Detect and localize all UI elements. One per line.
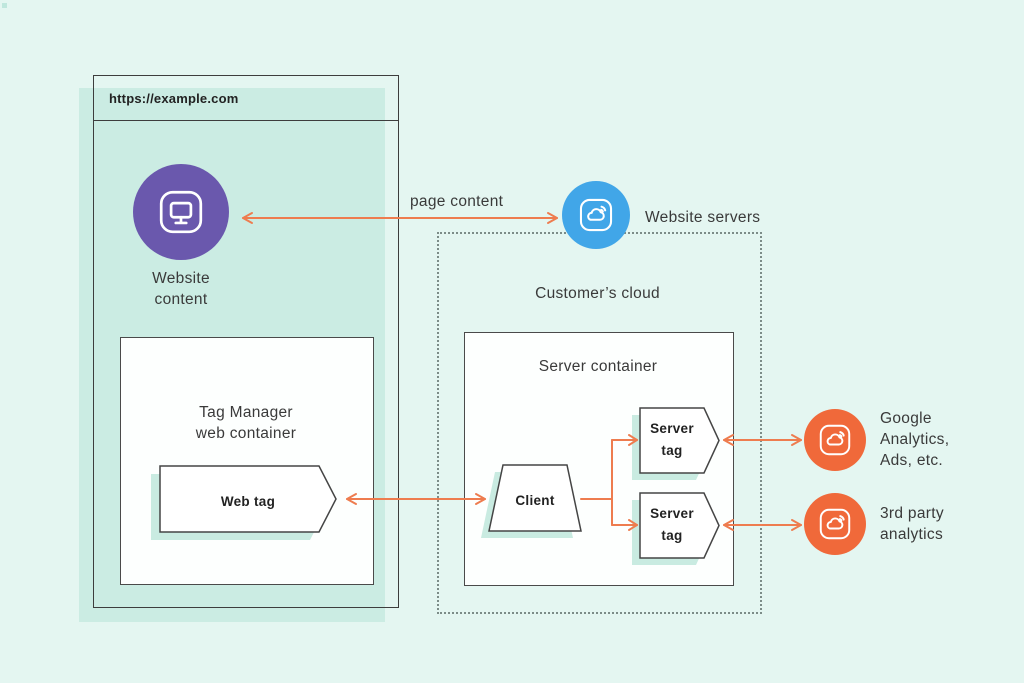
arrowhead-left (242, 212, 253, 224)
website-servers-node (562, 181, 630, 249)
client-shape (481, 464, 582, 538)
server-container-label: Server container (538, 358, 658, 375)
google-analytics-label: Google Analytics, Ads, etc. (880, 410, 950, 469)
corner-mark (2, 3, 7, 8)
arrowhead-left (346, 493, 357, 505)
browser-url: https://example.com (109, 90, 239, 106)
monitor-icon (159, 190, 203, 234)
server-tag-bottom-outline (639, 492, 720, 559)
arrowhead-right (475, 493, 486, 505)
server-tag-top-label: Server tag (650, 421, 694, 458)
cloud-server-icon (819, 424, 851, 456)
browser-window: https://example.com (93, 75, 399, 608)
arrowhead-right (791, 519, 802, 531)
third-party-analytics-label: 3rd party analytics (880, 505, 944, 543)
tag-manager-label: Tag Manager web container (195, 404, 297, 442)
third-party-analytics-node (804, 493, 866, 555)
page-content-label: page content (410, 193, 504, 210)
server-tag-top-shape (632, 407, 720, 480)
arrowhead-left (723, 434, 734, 446)
customers-cloud-label: Customer’s cloud (535, 285, 660, 302)
website-content-node (133, 164, 229, 260)
website-servers-label: Website servers (645, 209, 761, 226)
tag-manager-web-container-box (120, 337, 374, 585)
browser-titlebar: https://example.com (94, 76, 398, 121)
arrowhead-left (723, 519, 734, 531)
web-tag-shape (151, 465, 337, 540)
web-tag-label: Web tag (220, 494, 276, 509)
client-label: Client (515, 493, 555, 508)
arrowhead-right (628, 434, 638, 446)
google-analytics-node (804, 409, 866, 471)
arrowhead-right (628, 519, 638, 531)
server-tag-top-outline (639, 407, 720, 474)
arrowhead-right (547, 212, 558, 224)
arrowhead-right (791, 434, 802, 446)
server-tag-bottom-shape (632, 492, 720, 565)
web-tag-outline (159, 465, 337, 533)
cloud-server-icon (579, 198, 613, 232)
client-outline (488, 464, 582, 532)
website-content-label: Website content (152, 270, 210, 308)
server-tag-bottom-label: Server tag (650, 506, 694, 543)
cloud-server-icon (819, 508, 851, 540)
